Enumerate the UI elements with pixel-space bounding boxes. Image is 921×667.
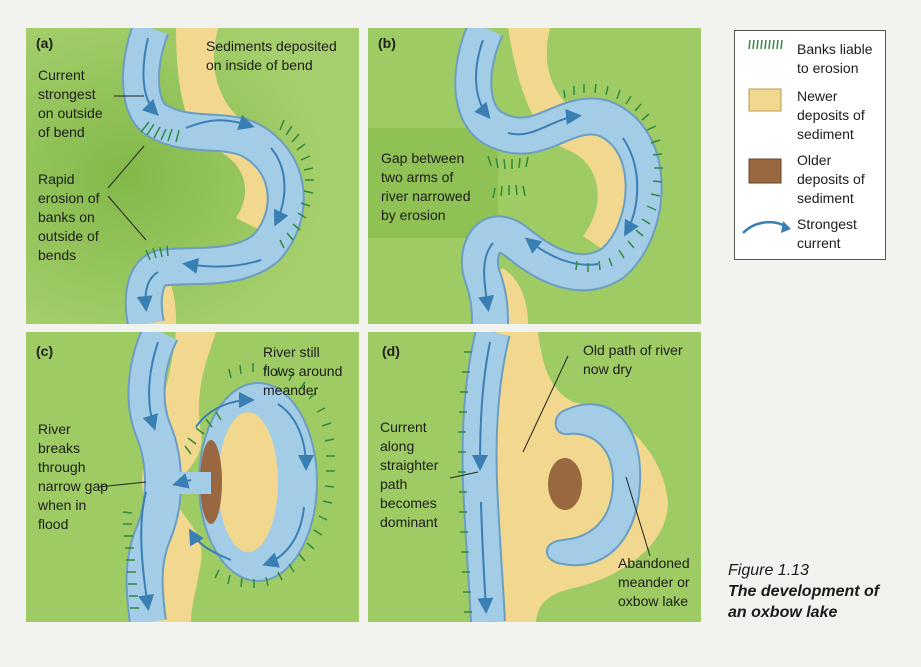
- label-river-breaks: River breaks through narrow gap when in …: [38, 421, 109, 532]
- leader-line: [522, 355, 569, 453]
- current-arrow: [270, 147, 289, 227]
- legend: Banks liable to erosion Newer deposits o…: [734, 30, 886, 260]
- label-river-still: River still flows around meander: [263, 344, 343, 398]
- older-deposits-swatch: [748, 158, 782, 184]
- panel-c: (c) River still flows around meander Riv…: [26, 332, 359, 628]
- erosion-hatch: [492, 184, 526, 199]
- leader-line: [97, 481, 147, 488]
- figure-caption: Figure 1.13 The development of an oxbow …: [728, 560, 879, 623]
- arrow-head-icon: [781, 221, 791, 233]
- leader-line: [625, 476, 651, 557]
- older-deposit: [548, 458, 582, 510]
- legend-banks: Banks liable to erosion: [797, 41, 873, 76]
- label-abandoned: Abandoned meander or oxbow lake: [618, 555, 690, 609]
- land: [368, 128, 498, 238]
- oxbow-lake: [545, 403, 642, 567]
- current-arrow: [136, 271, 159, 312]
- label-current-along: Current along straighter path becomes do…: [380, 419, 439, 530]
- panel-d: (d) Old path of river now dry Current al…: [368, 332, 701, 628]
- strongest-current-swatch: [742, 220, 788, 234]
- current-arrow: [478, 242, 495, 312]
- current-arrow: [474, 39, 491, 120]
- current-arrow: [507, 108, 582, 136]
- panel-label: (d): [382, 343, 400, 359]
- label-sediments: Sediments deposited on inside of bend: [206, 38, 337, 73]
- current-arrow: [185, 114, 255, 130]
- leader-line: [107, 145, 147, 241]
- panel-c-diagram: [26, 332, 359, 622]
- current-arrow: [262, 506, 305, 568]
- erosion-hatch: [140, 121, 180, 143]
- label-current-strongest: Current strongest on outside of bend: [38, 67, 103, 140]
- current-arrow: [524, 237, 599, 266]
- label-old-path: Old path of river now dry: [583, 342, 683, 377]
- panel-label: (a): [36, 35, 54, 51]
- current-arrow: [277, 403, 314, 471]
- erosion-hatch: [279, 119, 314, 249]
- erosion-hatch: [487, 155, 529, 170]
- legend-current: Strongest current: [797, 216, 857, 251]
- legend-swatches: [742, 39, 791, 234]
- current-arrow: [188, 528, 232, 561]
- erosion-hatch: [563, 83, 663, 272]
- figure-title-line1: The development of: [728, 583, 880, 600]
- erosion-hatch: [145, 245, 169, 261]
- current-arrow: [138, 491, 155, 611]
- figure-title-line2: an oxbow lake: [728, 604, 838, 621]
- panel-b: (b) Gap between two arms of river narrow…: [368, 28, 701, 324]
- current-arrow: [477, 501, 494, 614]
- current-arrow: [172, 473, 192, 489]
- panel-a-diagram: [26, 28, 359, 324]
- erosion-hatch: [122, 511, 139, 609]
- newer-deposits-swatch: [748, 88, 782, 112]
- panel-a: (a) Sediments deposited on inside of ben…: [26, 28, 359, 324]
- banks-swatch: [748, 39, 783, 50]
- current-arrow: [622, 137, 639, 237]
- erosion-hatch: [184, 363, 335, 588]
- current-arrow: [141, 37, 159, 116]
- panel-d-diagram: [368, 332, 701, 622]
- legend-older: Older deposits of sediment: [797, 152, 865, 206]
- panel-b-diagram: [368, 28, 701, 324]
- label-rapid-erosion: Rapid erosion of banks on outside of ben…: [38, 171, 100, 263]
- panel-label: (b): [378, 35, 396, 51]
- panel-label: (c): [36, 343, 54, 359]
- current-arrow: [195, 392, 255, 428]
- sediment-deposit: [496, 332, 668, 622]
- current-arrow: [142, 341, 159, 431]
- legend-newer: Newer deposits of sediment: [797, 88, 865, 142]
- sediment-deposit: [218, 412, 278, 552]
- river: [463, 332, 509, 622]
- current-arrow: [472, 341, 491, 471]
- leader-line: [449, 471, 479, 479]
- current-arrow: [182, 257, 262, 274]
- label-gap: Gap between two arms of river narrowed b…: [381, 150, 471, 223]
- figure-number: Figure 1.13: [728, 562, 809, 579]
- erosion-hatch: [458, 351, 472, 613]
